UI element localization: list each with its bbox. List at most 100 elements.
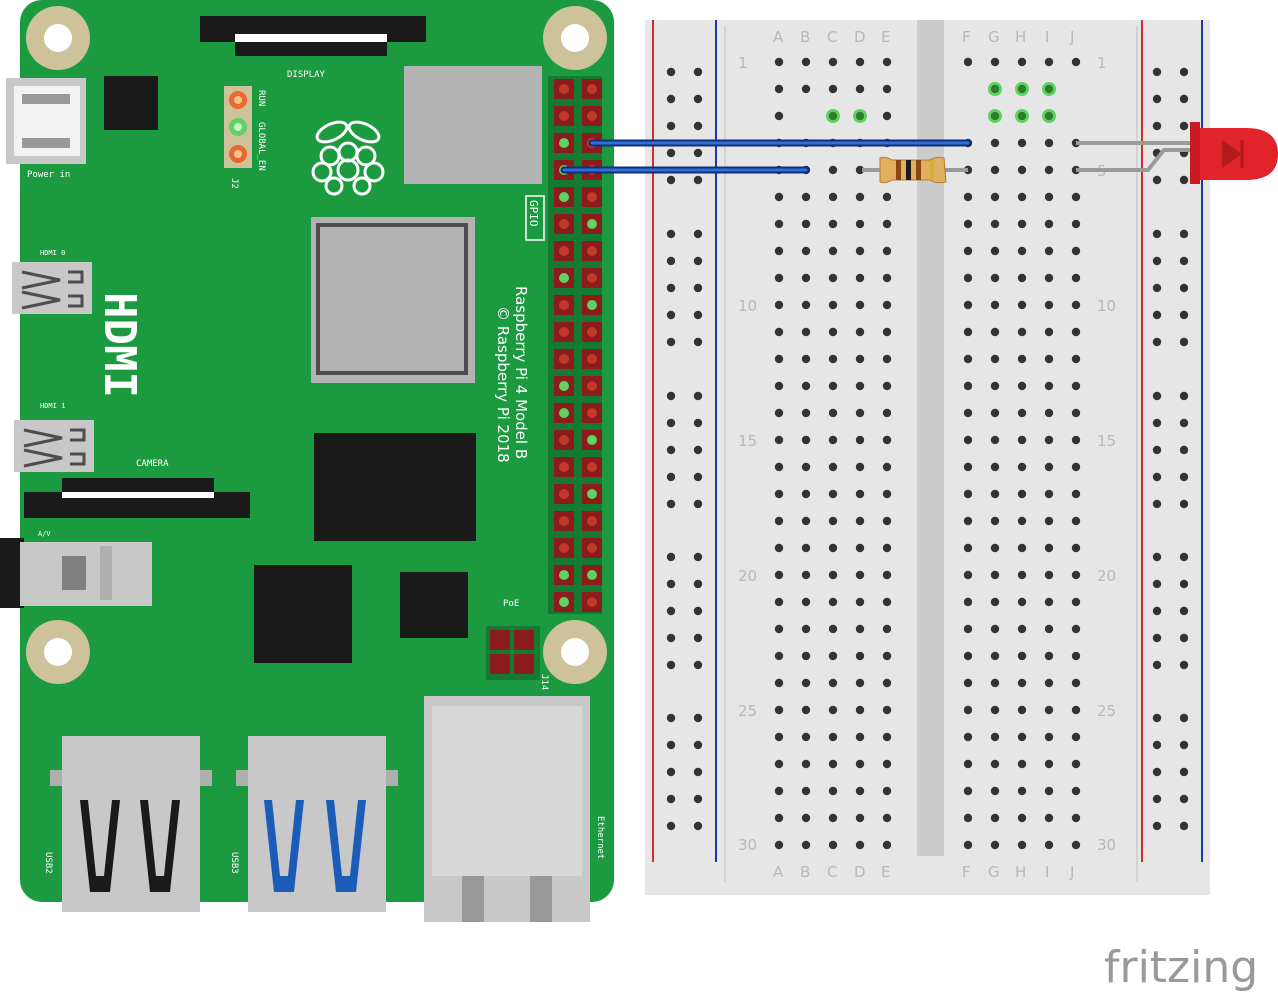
breadboard-hole[interactable]	[882, 408, 892, 418]
rail-hole[interactable]	[666, 229, 676, 239]
rail-hole[interactable]	[1152, 713, 1162, 723]
breadboard-hole[interactable]	[828, 732, 838, 742]
breadboard-hole[interactable]	[801, 354, 811, 364]
rail-hole[interactable]	[1152, 499, 1162, 509]
rail-hole[interactable]	[1152, 175, 1162, 185]
rail-hole[interactable]	[666, 794, 676, 804]
rail-hole[interactable]	[1179, 337, 1189, 347]
breadboard-hole[interactable]	[855, 84, 865, 94]
rail-hole[interactable]	[1179, 821, 1189, 831]
rail-hole[interactable]	[1152, 606, 1162, 616]
breadboard-hole[interactable]	[1071, 273, 1081, 283]
rail-hole[interactable]	[666, 445, 676, 455]
rail-hole[interactable]	[1179, 552, 1189, 562]
breadboard-hole[interactable]	[990, 165, 1000, 175]
breadboard-hole[interactable]	[1071, 57, 1081, 67]
breadboard-hole[interactable]	[1017, 543, 1027, 553]
breadboard-hole[interactable]	[882, 759, 892, 769]
breadboard-hole[interactable]	[801, 543, 811, 553]
breadboard-hole[interactable]	[1044, 516, 1054, 526]
rail-hole[interactable]	[1152, 391, 1162, 401]
breadboard-hole[interactable]	[990, 543, 1000, 553]
breadboard-hole[interactable]	[990, 57, 1000, 67]
breadboard-hole[interactable]	[1071, 732, 1081, 742]
rail-hole[interactable]	[666, 283, 676, 293]
breadboard-hole[interactable]	[801, 570, 811, 580]
breadboard-hole[interactable]	[1071, 354, 1081, 364]
breadboard-hole[interactable]	[990, 138, 1000, 148]
rail-hole[interactable]	[1152, 256, 1162, 266]
breadboard-hole[interactable]	[828, 219, 838, 229]
breadboard-hole[interactable]	[828, 651, 838, 661]
breadboard-hole[interactable]	[1017, 489, 1027, 499]
breadboard-hole[interactable]	[774, 327, 784, 337]
breadboard-hole[interactable]	[990, 273, 1000, 283]
rail-hole[interactable]	[666, 418, 676, 428]
breadboard-hole[interactable]	[855, 192, 865, 202]
rail-hole[interactable]	[693, 283, 703, 293]
breadboard-hole[interactable]	[1044, 219, 1054, 229]
breadboard-hole[interactable]	[774, 840, 784, 850]
breadboard-hole[interactable]	[828, 246, 838, 256]
rail-hole[interactable]	[693, 121, 703, 131]
breadboard-hole[interactable]	[882, 786, 892, 796]
breadboard-hole[interactable]	[801, 435, 811, 445]
rail-hole[interactable]	[1152, 418, 1162, 428]
breadboard-hole[interactable]	[1071, 246, 1081, 256]
breadboard-hole[interactable]	[1044, 381, 1054, 391]
breadboard-hole[interactable]	[1017, 624, 1027, 634]
breadboard-hole[interactable]	[801, 759, 811, 769]
breadboard-hole[interactable]	[963, 408, 973, 418]
breadboard-hole[interactable]	[990, 300, 1000, 310]
rail-hole[interactable]	[1179, 229, 1189, 239]
breadboard-hole[interactable]	[1071, 219, 1081, 229]
breadboard-hole[interactable]	[990, 192, 1000, 202]
breadboard-hole[interactable]	[882, 435, 892, 445]
breadboard-hole[interactable]	[963, 435, 973, 445]
rail-hole[interactable]	[693, 552, 703, 562]
breadboard-hole[interactable]	[801, 516, 811, 526]
breadboard-hole[interactable]	[1017, 570, 1027, 580]
rail-hole[interactable]	[1152, 740, 1162, 750]
breadboard-hole[interactable]	[774, 111, 784, 121]
breadboard-hole[interactable]	[1017, 138, 1027, 148]
rail-hole[interactable]	[693, 579, 703, 589]
breadboard-hole[interactable]	[774, 705, 784, 715]
breadboard-hole[interactable]	[1044, 84, 1054, 94]
breadboard-hole[interactable]	[828, 759, 838, 769]
breadboard-hole[interactable]	[1044, 759, 1054, 769]
breadboard-hole[interactable]	[855, 408, 865, 418]
breadboard-hole[interactable]	[801, 813, 811, 823]
breadboard-hole[interactable]	[1044, 462, 1054, 472]
breadboard-hole[interactable]	[882, 192, 892, 202]
breadboard-hole[interactable]	[855, 246, 865, 256]
rail-hole[interactable]	[666, 256, 676, 266]
breadboard-hole[interactable]	[1071, 543, 1081, 553]
breadboard-hole[interactable]	[801, 597, 811, 607]
breadboard-hole[interactable]	[963, 192, 973, 202]
breadboard-hole[interactable]	[828, 786, 838, 796]
breadboard-hole[interactable]	[828, 111, 838, 121]
rail-hole[interactable]	[693, 445, 703, 455]
breadboard-hole[interactable]	[963, 597, 973, 607]
rail-hole[interactable]	[666, 175, 676, 185]
breadboard-hole[interactable]	[828, 327, 838, 337]
breadboard-hole[interactable]	[1044, 813, 1054, 823]
breadboard-hole[interactable]	[990, 705, 1000, 715]
rail-hole[interactable]	[693, 606, 703, 616]
breadboard-hole[interactable]	[774, 543, 784, 553]
rail-hole[interactable]	[693, 713, 703, 723]
breadboard-hole[interactable]	[1044, 327, 1054, 337]
breadboard-hole[interactable]	[882, 381, 892, 391]
breadboard-hole[interactable]	[882, 624, 892, 634]
rail-hole[interactable]	[666, 391, 676, 401]
breadboard-hole[interactable]	[801, 192, 811, 202]
breadboard-hole[interactable]	[1017, 111, 1027, 121]
breadboard-hole[interactable]	[828, 300, 838, 310]
breadboard-hole[interactable]	[828, 435, 838, 445]
breadboard-hole[interactable]	[963, 462, 973, 472]
breadboard-hole[interactable]	[1044, 165, 1054, 175]
rail-hole[interactable]	[1179, 606, 1189, 616]
breadboard-hole[interactable]	[1017, 192, 1027, 202]
rail-hole[interactable]	[693, 175, 703, 185]
